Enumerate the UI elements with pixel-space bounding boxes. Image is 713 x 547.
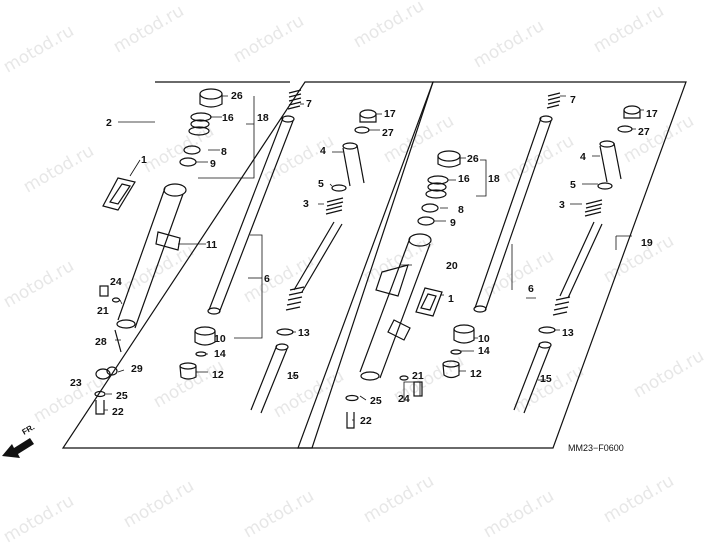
callout-1: 1 bbox=[141, 154, 147, 166]
callout-15: 15 bbox=[540, 373, 552, 385]
right-damper-rod bbox=[513, 221, 603, 414]
callout-3: 3 bbox=[303, 198, 309, 210]
right-reflector-bracket bbox=[415, 287, 443, 317]
right-fork-slider bbox=[359, 233, 432, 381]
callout-27: 27 bbox=[382, 127, 394, 139]
left-bushings bbox=[179, 326, 216, 380]
callout-10: 10 bbox=[478, 333, 490, 345]
callout-16: 16 bbox=[222, 112, 234, 124]
callout-6: 6 bbox=[264, 273, 270, 285]
callout-25: 25 bbox=[370, 395, 382, 407]
callout-18: 18 bbox=[488, 173, 500, 185]
callout-7: 7 bbox=[306, 98, 312, 110]
callout-22: 22 bbox=[360, 415, 372, 427]
callout-4: 4 bbox=[320, 145, 326, 157]
callout-23: 23 bbox=[70, 377, 82, 389]
right-fork-tube bbox=[473, 115, 553, 313]
callout-27: 27 bbox=[638, 126, 650, 138]
left-seal-stack bbox=[179, 88, 223, 167]
right-bushings bbox=[442, 324, 475, 379]
right-seal-stack bbox=[417, 150, 461, 226]
right-assembly-frame bbox=[297, 81, 687, 449]
left-fork-slider bbox=[116, 183, 187, 329]
callout-9: 9 bbox=[450, 217, 456, 229]
left-reflector-bracket bbox=[102, 177, 136, 211]
callout-7: 7 bbox=[570, 94, 576, 106]
callout-12: 12 bbox=[212, 369, 224, 381]
callout-26: 26 bbox=[467, 153, 479, 165]
left-spring-top bbox=[287, 89, 302, 110]
callout-18: 18 bbox=[257, 112, 269, 124]
callout-17: 17 bbox=[384, 108, 396, 120]
right-cap-spacer-group bbox=[584, 105, 641, 217]
callout-1: 1 bbox=[448, 293, 454, 305]
callout-25: 25 bbox=[116, 390, 128, 402]
callout-14: 14 bbox=[478, 345, 490, 357]
callout-11: 11 bbox=[206, 239, 217, 251]
callout-5: 5 bbox=[570, 179, 576, 191]
callout-8: 8 bbox=[458, 204, 464, 216]
callout-12: 12 bbox=[470, 368, 482, 380]
direction-label: FR. bbox=[21, 422, 37, 436]
right-spring-top bbox=[546, 92, 561, 109]
callout-3: 3 bbox=[559, 199, 565, 211]
callout-21: 21 bbox=[97, 305, 109, 317]
callout-21: 21 bbox=[412, 370, 424, 382]
callout-15: 15 bbox=[287, 370, 299, 382]
callout-8: 8 bbox=[221, 146, 227, 158]
callout-4: 4 bbox=[580, 151, 586, 163]
front-direction-arrow: FR. bbox=[2, 422, 36, 458]
callout-2: 2 bbox=[106, 117, 112, 129]
callout-24: 24 bbox=[398, 393, 410, 405]
left-fork-tube bbox=[207, 115, 295, 315]
front-fork-exploded-diagram: 2616188921116101412717274531315242128292… bbox=[2, 81, 687, 458]
callout-22: 22 bbox=[112, 406, 124, 418]
callout-6: 6 bbox=[528, 283, 534, 295]
figure-code: MM23−F0600 bbox=[568, 443, 624, 453]
callout-26: 26 bbox=[231, 90, 243, 102]
callout-16: 16 bbox=[458, 173, 470, 185]
callout-19: 19 bbox=[641, 237, 653, 249]
left-cap-spacer-group bbox=[325, 109, 377, 215]
callout-24: 24 bbox=[110, 276, 122, 288]
callout-29: 29 bbox=[131, 363, 143, 375]
callout-14: 14 bbox=[214, 348, 226, 360]
callout-13: 13 bbox=[562, 327, 574, 339]
right-lower-fasteners bbox=[345, 375, 423, 429]
callout-5: 5 bbox=[318, 178, 324, 190]
callout-13: 13 bbox=[298, 327, 310, 339]
left-lower-fasteners bbox=[94, 285, 122, 415]
left-damper-rod bbox=[250, 221, 343, 414]
callout-17: 17 bbox=[646, 108, 658, 120]
callout-9: 9 bbox=[210, 158, 216, 170]
callout-28: 28 bbox=[95, 336, 107, 348]
leader-lines bbox=[104, 95, 644, 421]
callout-10: 10 bbox=[214, 333, 226, 345]
callout-20: 20 bbox=[446, 260, 458, 272]
